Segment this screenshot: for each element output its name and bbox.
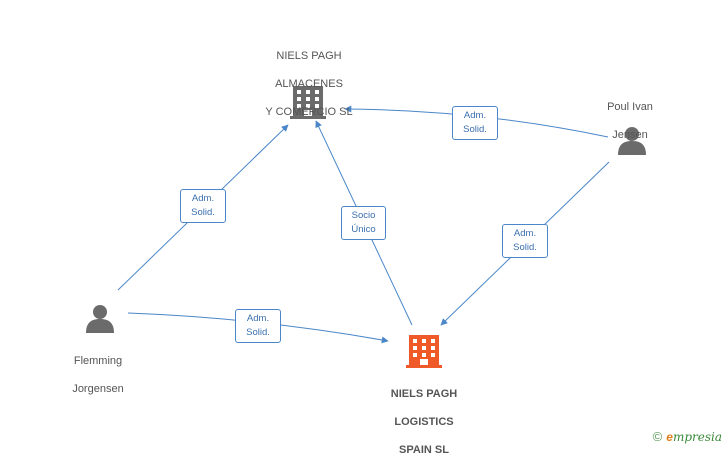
edge-label-line: Solid. — [463, 124, 487, 135]
edge-label-flemming-almacenes[interactable]: Adm. Solid. — [180, 189, 226, 223]
edge-label-flemming-logistics[interactable]: Adm. Solid. — [235, 309, 281, 343]
edge-label-line: Adm. — [191, 193, 215, 204]
label-line: ALMACENES — [275, 78, 343, 90]
edge-label-line: Solid. — [513, 242, 537, 253]
person-label-flemming[interactable]: Flemming Jorgensen — [53, 340, 143, 410]
label-line: NIELS PAGH — [390, 388, 458, 400]
label-line: Y COMERCIO SL — [265, 106, 353, 118]
edge-label-line: Adm. — [463, 110, 487, 121]
edge-label-line: Solid. — [246, 327, 270, 338]
label-line: LOGISTICS — [394, 416, 454, 428]
person-icon[interactable] — [86, 305, 114, 333]
company-label-almacenes[interactable]: NIELS PAGH ALMACENES Y COMERCIO SL — [244, 35, 374, 133]
edge-label-line: Socio — [351, 210, 376, 221]
label-line: Poul Ivan — [607, 101, 653, 113]
label-line: Flemming — [73, 355, 123, 367]
label-line: Jensen — [612, 129, 648, 141]
building-icon[interactable] — [290, 86, 326, 119]
label-line: Jorgensen — [72, 383, 124, 395]
label-line: NIELS PAGH — [276, 50, 342, 62]
copyright-symbol: © — [652, 429, 663, 444]
relationship-graph — [86, 86, 646, 368]
edge-label-line: Solid. — [191, 207, 215, 218]
person-label-poul[interactable]: Poul Ivan Jensen — [585, 86, 675, 156]
company-label-logistics[interactable]: NIELS PAGH LOGISTICS SPAIN SL — [364, 373, 484, 471]
empresia-logo: © empresia — [653, 429, 722, 444]
edge-label-poul-almacenes[interactable]: Adm. Solid. — [452, 106, 498, 140]
person-icon[interactable] — [618, 127, 646, 155]
brand-name: mpresia — [672, 429, 722, 444]
edge-label-line: Adm. — [513, 228, 537, 239]
building-icon-highlighted[interactable] — [406, 335, 442, 368]
edge-label-logistics-almacenes[interactable]: Socio Único — [341, 206, 386, 240]
brand-initial: e — [666, 429, 673, 444]
label-line: SPAIN SL — [399, 444, 449, 456]
edge-label-line: Adm. — [246, 313, 270, 324]
brand-wordmark: empresia — [666, 430, 722, 444]
edge-label-poul-logistics[interactable]: Adm. Solid. — [502, 224, 548, 258]
edge-label-line: Único — [351, 224, 376, 235]
